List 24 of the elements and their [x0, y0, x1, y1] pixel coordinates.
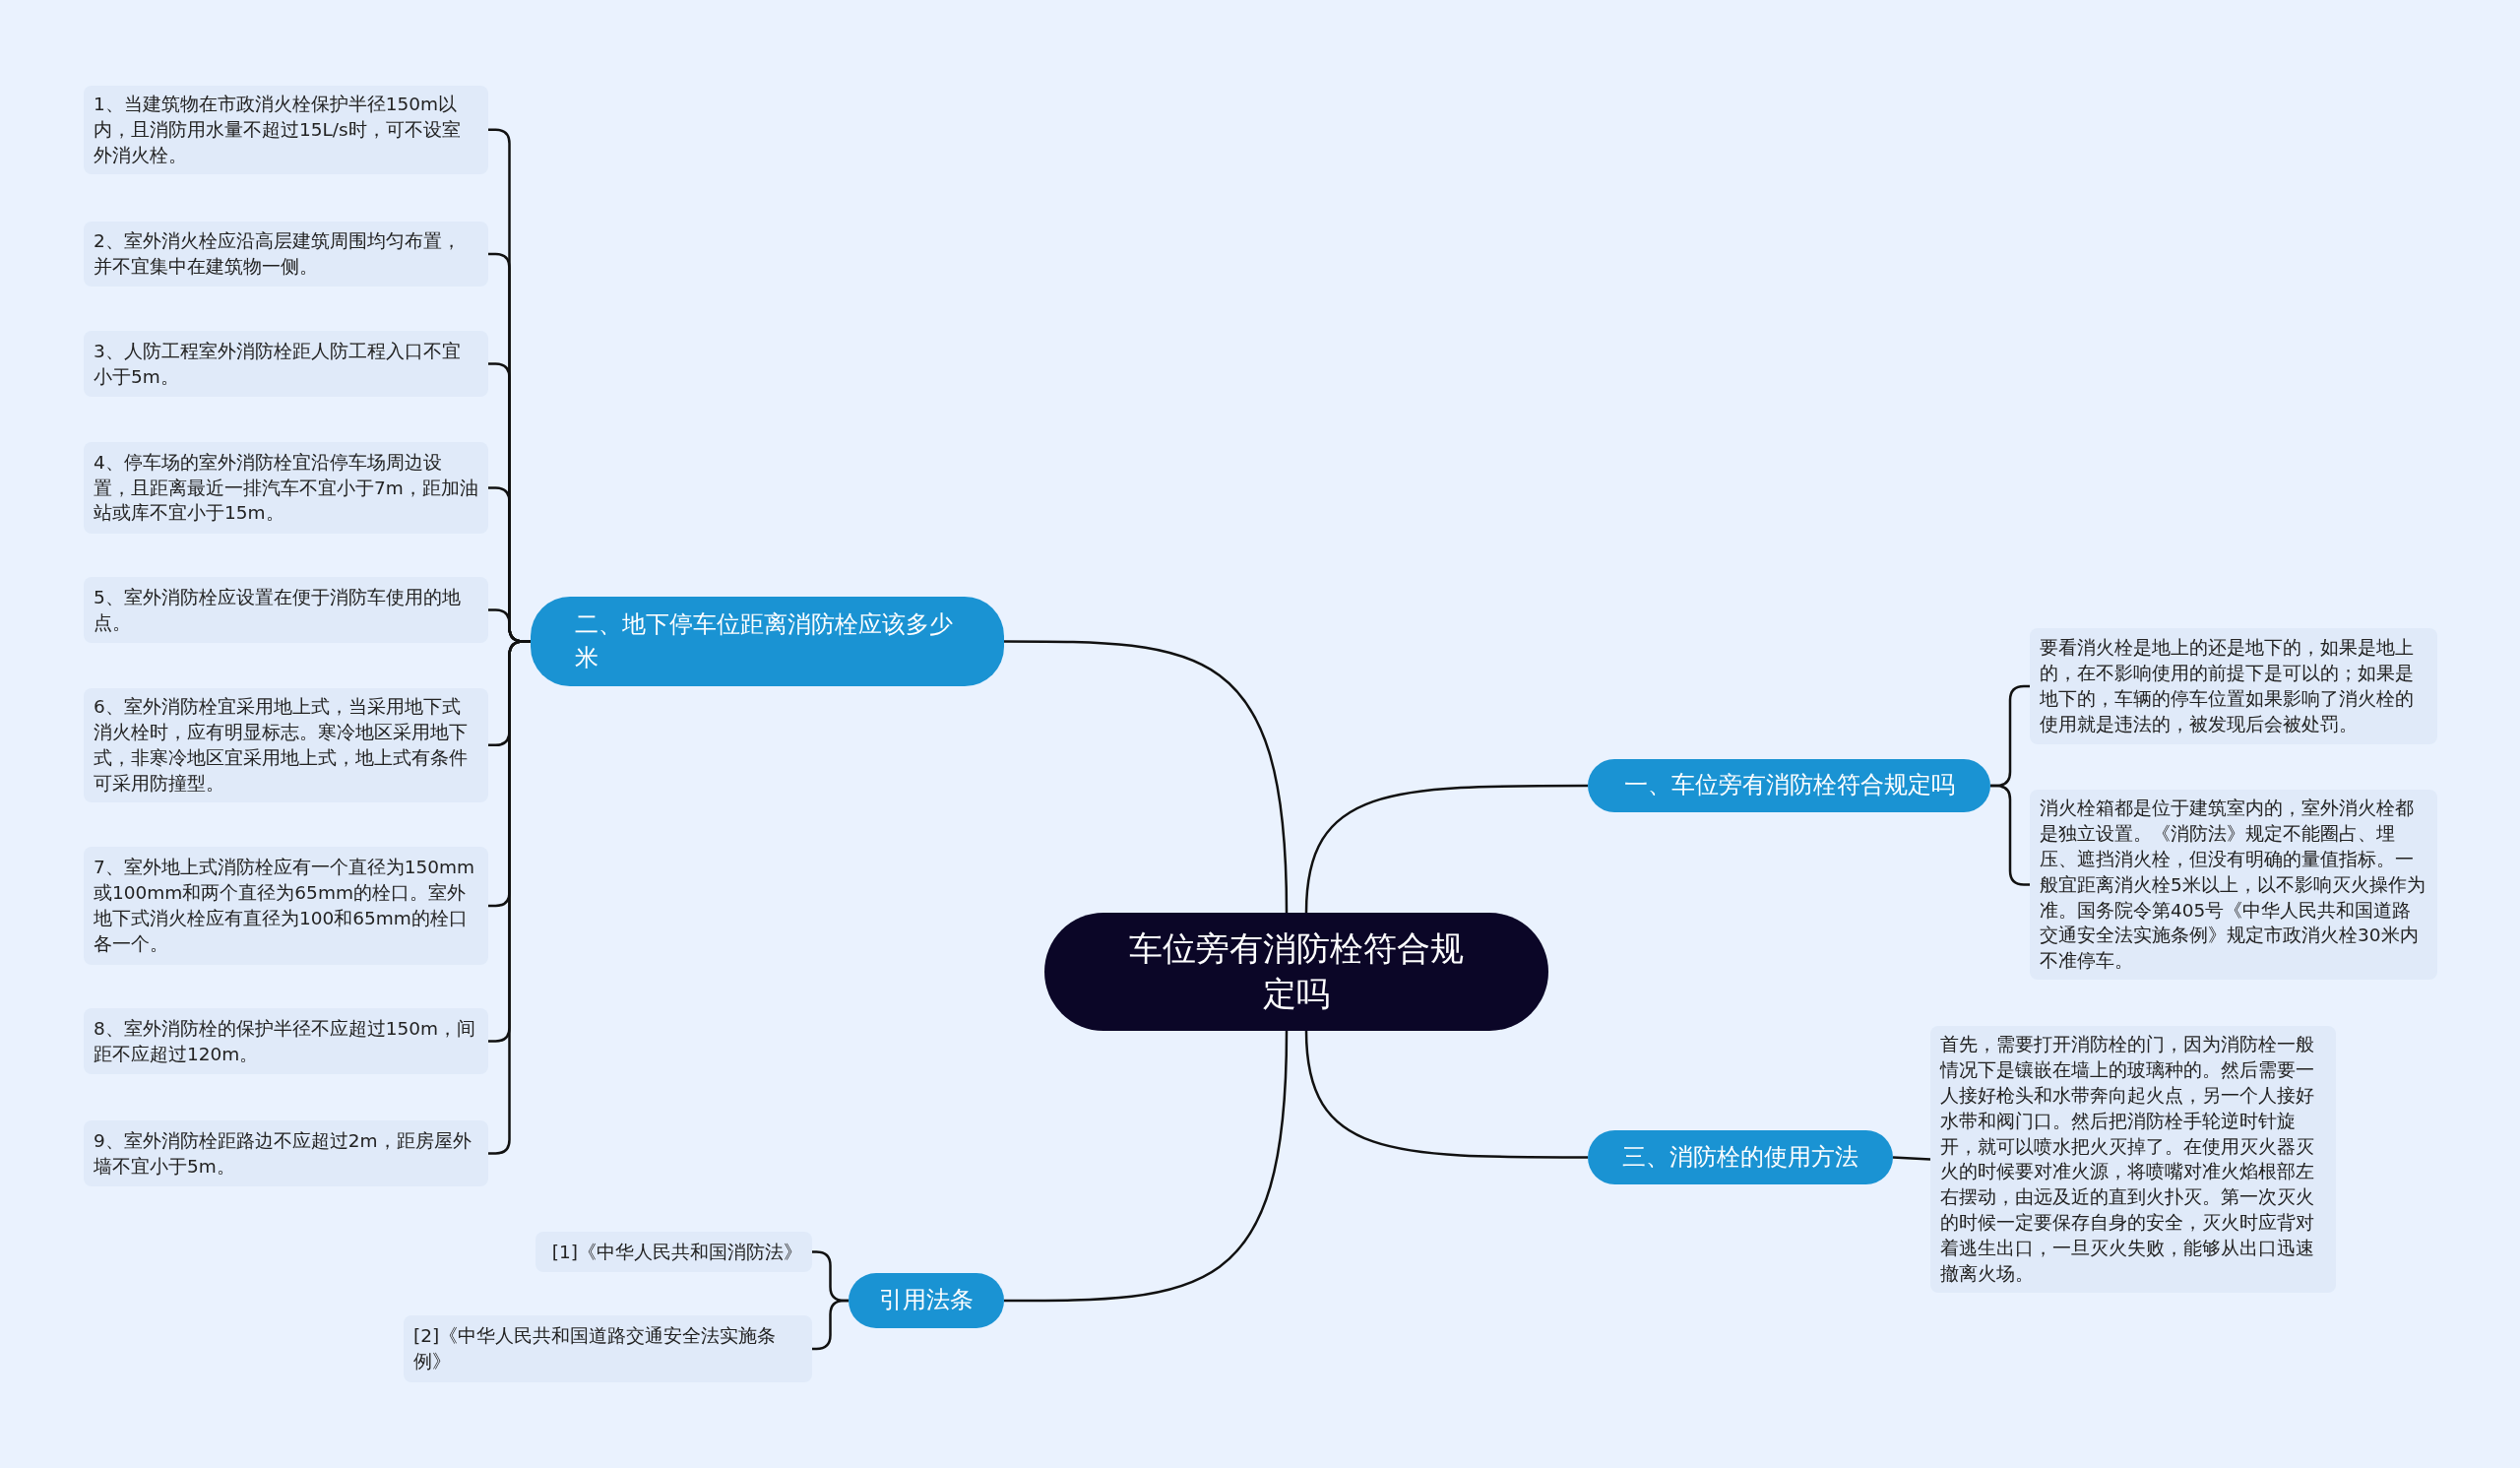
- note-card: 6、室外消防栓宜采用地上式，当采用地下式消火栓时，应有明显标志。寒冷地区采用地下式，非寒冷地区宜采用地上式，地上式有条件可采用防撞型。: [84, 688, 488, 802]
- note-card: 5、室外消防栓应设置在便于消防车使用的地点。: [84, 577, 488, 643]
- connector-line: [1004, 1030, 1289, 1303]
- note-card: 8、室外消防栓的保护半径不应超过150m，间距不应超过120m。: [84, 1008, 488, 1074]
- topic-pill: 二、地下停车位距离消防栓应该多少米: [531, 597, 1004, 686]
- note-card: [2]《中华人民共和国道路交通安全法实施条例》: [404, 1315, 812, 1382]
- central-topic: 车位旁有消防栓符合规定吗: [1044, 913, 1548, 1031]
- connector-line: [1892, 1156, 1931, 1161]
- connector-line: [1004, 640, 1289, 914]
- note-card: 3、人防工程室外消防栓距人防工程入口不宜小于5m。: [84, 331, 488, 397]
- topic-pill: 一、车位旁有消防栓符合规定吗: [1588, 759, 1990, 812]
- note-card: 9、室外消防栓距路边不应超过2m，距房屋外墙不宜小于5m。: [84, 1120, 488, 1186]
- note-card: 2、室外消火栓应沿高层建筑周围均匀布置，并不宜集中在建筑物一侧。: [84, 222, 488, 287]
- connector-line: [1304, 1030, 1588, 1159]
- note-card: 要看消火栓是地上的还是地下的，如果是地上的，在不影响使用的前提下是可以的；如果是地下的，车辆的停车位置如果影响了消火栓的使用就是违法的，被发现后会被处罚。: [2030, 628, 2437, 744]
- note-card: 首先，需要打开消防栓的门，因为消防栓一般情况下是镶嵌在墙上的玻璃种的。然后需要一人接好枪头和水带奔向起火点，另一个人接好水带和阀门口。然后把消防栓手轮逆时针旋开，就可以喷水把火灭掉了。在使用灭火器灭火的时候要对准火源，将喷嘴对准火焰根部左右摆动，由远及近的直到火扑灭。第一次灭火的时候一定要保存自身的安全，灭火时应背对着逃生出口，一旦灭火失败，能够从出口迅速撤离火场。: [1930, 1026, 2336, 1293]
- note-card: 7、室外地上式消防栓应有一个直径为150mm或100mm和两个直径为65mm的栓口。室外地下式消火栓应有直径为100和65mm的栓口各一个。: [84, 847, 488, 965]
- note-card: 消火栓箱都是位于建筑室内的，室外消火栓都是独立设置。《消防法》规定不能圈占、埋压、遮挡消火栓，但没有明确的量值指标。一般宜距离消火栓5米以上，以不影响灭火操作为准。国务院令第405号《中华人民共和国道路交通安全法实施条例》规定市政消火栓30米内不准停车。: [2030, 790, 2437, 981]
- note-card: 1、当建筑物在市政消火栓保护半径150m以内，且消防用水量不超过15L/s时，可不设室外消火栓。: [84, 86, 488, 174]
- note-card: 4、停车场的室外消防栓宜沿停车场周边设置，且距离最近一排汽车不宜小于7m，距加油站或库不宜小于15m。: [84, 442, 488, 534]
- connector-line: [1304, 784, 1588, 914]
- topic-pill: 引用法条: [849, 1273, 1004, 1328]
- topic-pill: 三、消防栓的使用方法: [1588, 1130, 1893, 1184]
- note-card: [1]《中华人民共和国消防法》: [536, 1232, 812, 1272]
